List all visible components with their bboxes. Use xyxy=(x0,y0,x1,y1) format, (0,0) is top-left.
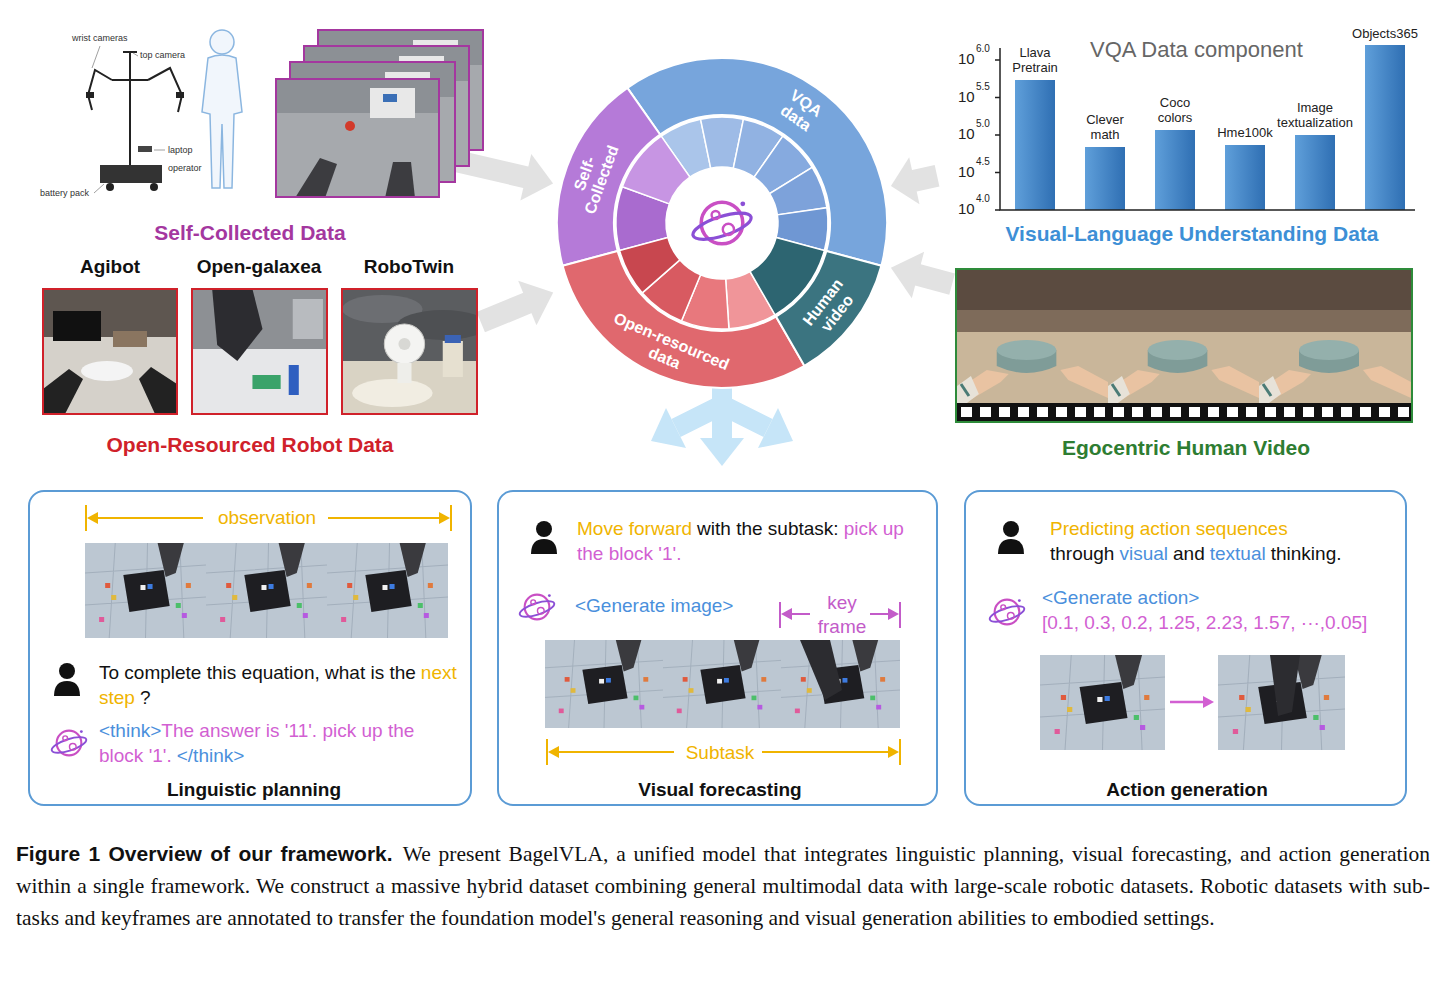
tick-base: 10 xyxy=(958,163,975,181)
image-frame: Self-Collected Data xyxy=(275,78,440,198)
text-run: thinking. xyxy=(1271,543,1342,564)
image-heading: RoboTwin xyxy=(364,256,454,279)
panel-title: Linguistic planning xyxy=(167,779,341,802)
logo-ground xyxy=(668,169,776,277)
image-frame: Agibot xyxy=(42,288,178,415)
output-arrow xyxy=(651,388,793,466)
tick-base: 10 xyxy=(958,125,975,143)
part-label: top camera xyxy=(140,50,185,61)
arrow-head xyxy=(891,157,920,204)
part-label: laptop xyxy=(168,145,193,156)
prompt-text: To complete this equation, what is thene… xyxy=(99,660,459,710)
text-run: </think> xyxy=(177,745,245,766)
answer-text: <Generate image> xyxy=(575,595,733,618)
flow-arrow xyxy=(481,281,553,325)
bar-label: Coco colors xyxy=(1149,96,1201,126)
text-run: through xyxy=(1050,543,1114,564)
panel-title: Action generation xyxy=(1106,779,1268,802)
text-run: <think> xyxy=(99,720,161,741)
bracket-label: Subtask xyxy=(686,742,755,765)
tick-base: 10 xyxy=(958,50,975,68)
bar-label: Clever math xyxy=(1079,113,1131,143)
part-label: wrist cameras xyxy=(72,33,128,44)
bar-label: Llava Pretrain xyxy=(1003,46,1067,76)
chart-title: VQA Data component xyxy=(1090,37,1303,63)
part-label: operator xyxy=(168,163,202,174)
text-run: Predicting action sequences xyxy=(1050,518,1288,539)
segment-wedge xyxy=(770,167,827,215)
text-run: textual xyxy=(1210,543,1266,564)
tick-base: 10 xyxy=(958,88,975,106)
panel-title: Visual forecasting xyxy=(638,779,801,802)
video-strip xyxy=(957,270,1411,421)
tick-exponent: 4.0 xyxy=(976,193,990,205)
bagel-logo xyxy=(690,201,754,244)
bracket-marks xyxy=(86,505,1214,765)
tick-exponent: 4.5 xyxy=(976,156,990,168)
segment-shape xyxy=(556,57,888,389)
action-values: [0.1, 0.3, 0.2, 1.25, 2.23, 1.57, ···,0.… xyxy=(1042,612,1367,635)
part-label: battery pack xyxy=(40,188,89,199)
bar-label: Objects365 xyxy=(1352,27,1418,42)
text-run: Move forward xyxy=(577,518,692,539)
group-heading: Visual-Language Understanding Data xyxy=(1005,221,1378,246)
robot-drawing xyxy=(86,30,242,193)
arrow-head xyxy=(891,252,924,298)
video-frames xyxy=(275,30,483,198)
arrow-head xyxy=(520,154,553,201)
segment-wedge xyxy=(622,136,689,204)
image-frame: Open-galaxea xyxy=(191,288,328,415)
image-heading: Open-galaxea xyxy=(197,256,322,279)
group-heading: Self-Collected Data xyxy=(154,220,345,245)
tick-exponent: 5.5 xyxy=(976,81,990,93)
answer-text: <think>The answer is '11'. pick up the b… xyxy=(99,718,459,768)
segment-wedge xyxy=(620,237,680,292)
image-frame: RoboTwin xyxy=(341,288,478,415)
task-panel: Move forwardwith the subtask:pick up the… xyxy=(497,490,938,806)
tick-exponent: 6.0 xyxy=(976,43,990,55)
group-heading: Open-Resourced Robot Data xyxy=(106,432,393,457)
arrow-shaft xyxy=(481,303,528,323)
tick-exponent: 5.0 xyxy=(976,118,990,130)
bar-label: Image textualization xyxy=(1265,101,1365,131)
text-run: with the subtask: xyxy=(697,518,839,539)
arrow-head xyxy=(518,281,553,325)
text-run: visual xyxy=(1119,543,1168,564)
bar-label: Hme100k xyxy=(1217,126,1273,141)
group-heading: Egocentric Human Video xyxy=(1062,435,1310,460)
answer-text: <Generate action> xyxy=(1042,587,1199,610)
task-panel: Predicting action sequences throughvisual… xyxy=(964,490,1407,806)
caption-title: Figure 1 Overview of our framework. xyxy=(16,842,393,865)
robot-photos xyxy=(43,289,488,414)
tick-base: 10 xyxy=(958,200,975,218)
bar-chart xyxy=(995,45,1415,210)
bracket-label: key frame xyxy=(812,591,872,639)
video-frame: Egocentric Human Video xyxy=(955,268,1413,423)
text-run: ? xyxy=(140,687,151,708)
bar-chart-panel: VQA Data component Llava PretrainClever m… xyxy=(940,25,1420,220)
arrow-shaft xyxy=(913,176,937,181)
task-panel: observation To complete this equation, wh… xyxy=(28,490,472,806)
text-run: To complete this equation, what is the xyxy=(99,662,416,683)
text-run: and xyxy=(1173,543,1205,564)
prompt-text: Move forwardwith the subtask:pick up the… xyxy=(577,516,922,566)
flow-arrow xyxy=(891,157,937,204)
bracket-label: observation xyxy=(218,507,316,530)
prompt-text: Predicting action sequences throughvisual… xyxy=(1050,516,1400,566)
image-heading: Agibot xyxy=(80,256,140,279)
flow-arrow xyxy=(891,252,952,298)
donut-segment: Human video xyxy=(556,57,888,389)
figure-caption: Figure 1 Overview of our framework.We pr… xyxy=(16,838,1430,934)
arrow-shaft xyxy=(917,275,952,284)
